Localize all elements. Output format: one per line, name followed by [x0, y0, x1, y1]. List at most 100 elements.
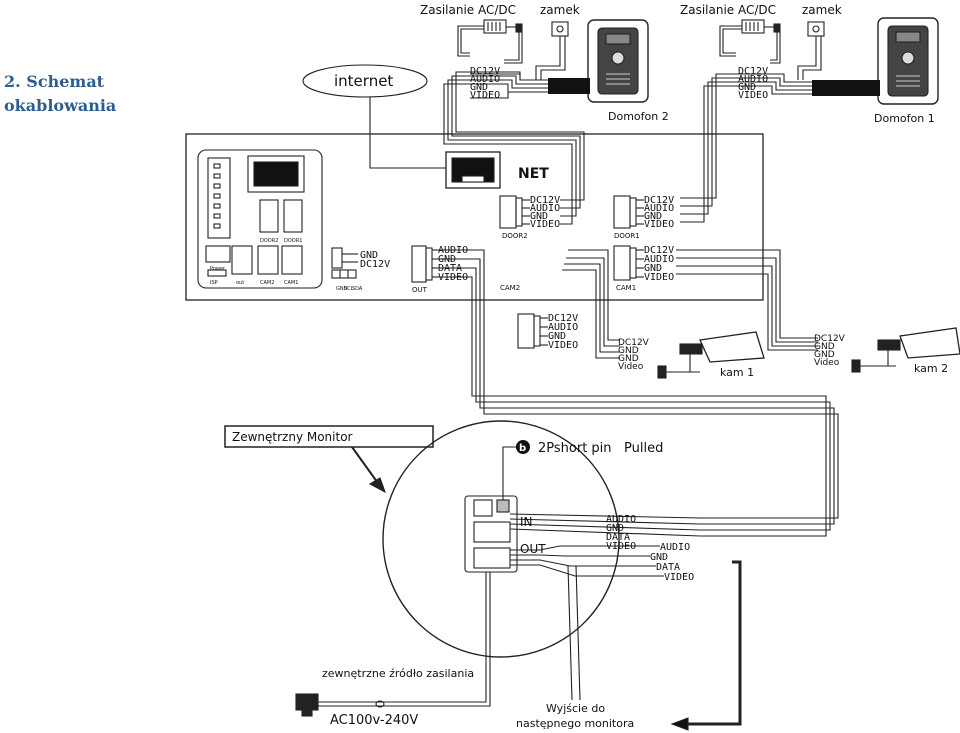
camera-2-icon	[851, 327, 960, 373]
monitor-arrow-line	[351, 446, 381, 487]
out-video: VIDEO	[438, 272, 468, 283]
section-heading-line1: 2. Schemat	[4, 72, 105, 91]
mon-out-data: DATA	[656, 562, 680, 573]
rj45-net-icon	[445, 151, 501, 189]
mon-in-data: DATA	[606, 532, 630, 543]
monitor-jumper-block	[473, 499, 493, 517]
cam1-bundle	[676, 249, 818, 351]
psu-1-icon	[741, 19, 781, 34]
camera-1-icon	[657, 331, 765, 379]
unit-i2c-gnd: GND	[336, 286, 348, 292]
out-data: DATA	[438, 263, 462, 274]
monitor-pcb	[464, 495, 518, 573]
pcb-out-connector	[231, 245, 253, 275]
out-gnd: GND	[438, 254, 456, 265]
door1-label: DOOR1	[614, 232, 640, 240]
psu-2-label: Zasilanie AC/DC	[420, 3, 516, 17]
cam2-label: CAM2	[500, 284, 520, 292]
door2-top-dc12v: DC12V	[470, 66, 500, 77]
door2-audio: AUDIO	[530, 203, 560, 214]
monitor-title: Zewnętrzny Monitor	[232, 430, 353, 444]
door2-video: VIDEO	[530, 219, 560, 230]
unit-power-dc12v: DC12V	[360, 259, 390, 270]
cam2-dc12v: DC12V	[548, 313, 578, 324]
door1-top-dc12v: DC12V	[738, 66, 768, 77]
pcb-out-label: out	[236, 280, 244, 286]
mon-out-gnd: GND	[650, 552, 668, 563]
pcb-door2-label: DOOR2	[260, 238, 278, 244]
main-unit-board	[185, 133, 764, 301]
pcb-power-label: Power	[210, 266, 226, 272]
internet-cable	[369, 97, 448, 169]
pcb-left-header	[207, 157, 231, 239]
psu-2-icon	[483, 19, 523, 34]
door1-top-audio: AUDIO	[738, 74, 768, 85]
door2-top-gnd: GND	[470, 82, 488, 93]
psu-1-label: Zasilanie AC/DC	[680, 3, 776, 17]
pcb-isp-header	[207, 269, 227, 277]
cam1-video: VIDEO	[644, 272, 674, 283]
unit-power-terminal	[331, 247, 358, 269]
door1-audio: AUDIO	[644, 203, 674, 214]
door2-gnd: GND	[530, 211, 548, 222]
ac-label: AC100v-240V	[330, 713, 418, 728]
net-label: NET	[518, 166, 549, 182]
monitor-short-pin	[496, 499, 510, 513]
unit-i2c-terminal	[331, 269, 357, 279]
pcb-cam2-connector	[257, 245, 279, 275]
pcb-door2-connector	[259, 199, 279, 233]
mon-in-video: VIDEO	[606, 541, 636, 552]
mon-in-gnd: GND	[606, 523, 624, 534]
cam2-video: VIDEO	[548, 340, 578, 351]
pulled-label: Pulled	[624, 441, 663, 456]
internet-label: internet	[334, 72, 393, 90]
door-station-2-label: Domofon 2	[608, 110, 669, 123]
pcb-cam2-label: CAM2	[260, 280, 274, 286]
door1-gnd: GND	[644, 211, 662, 222]
psu-1-cables	[719, 25, 822, 80]
monitor-out-wires	[510, 545, 664, 577]
monitor-in-wires	[509, 513, 701, 537]
out-label: OUT	[412, 286, 428, 294]
monitor-title-box	[224, 425, 434, 448]
door1-dc12v: DC12V	[644, 195, 674, 206]
kam2-video: Video	[814, 358, 840, 368]
pcb-door1-label: DOOR1	[284, 238, 302, 244]
door-station-1-label: Domofon 1	[874, 112, 935, 125]
unit-power-gnd: GND	[360, 250, 378, 261]
internet-cloud	[302, 64, 428, 98]
cam2-connector	[517, 313, 548, 349]
door1-top-video: VIDEO	[738, 90, 768, 101]
out-connector	[411, 245, 438, 283]
cam2-gnd: GND	[548, 331, 566, 342]
out-audio: AUDIO	[438, 245, 468, 256]
door2-top-audio: AUDIO	[470, 74, 500, 85]
lock-1-label: zamek	[802, 3, 842, 17]
door1-bundle	[680, 73, 812, 223]
next-monitor-line2: następnego monitora	[516, 717, 634, 730]
kam2-dc12v: DC12V	[814, 334, 846, 344]
door2-dc12v: DC12V	[530, 195, 560, 206]
door1-top-gnd: GND	[738, 82, 756, 93]
camera-1-label: kam 1	[720, 366, 754, 379]
short-pin-label: 2Pshort pin	[538, 441, 612, 456]
door-station-1-cable	[812, 80, 880, 96]
monitor-arrow-head	[368, 477, 386, 494]
unit-i2c-sda: SDA	[352, 286, 363, 292]
monitor-next-cable	[567, 565, 581, 701]
kam2-gnd-b: GND	[814, 350, 835, 360]
section-heading: 2. Schemat okablowania	[4, 70, 116, 118]
pcb-power-connector	[205, 245, 231, 263]
cam1-audio: AUDIO	[644, 254, 674, 265]
cam2-bundle	[562, 249, 620, 359]
monitor-out-connector	[473, 547, 511, 569]
short-pin-leader	[502, 446, 516, 500]
cam2-audio: AUDIO	[548, 322, 578, 333]
pcb-door1-connector	[283, 199, 303, 233]
pin-badge	[516, 440, 530, 454]
door1-connector	[613, 195, 644, 229]
door2-bundle	[443, 71, 585, 225]
kam1-gnd-b: GND	[618, 354, 639, 364]
